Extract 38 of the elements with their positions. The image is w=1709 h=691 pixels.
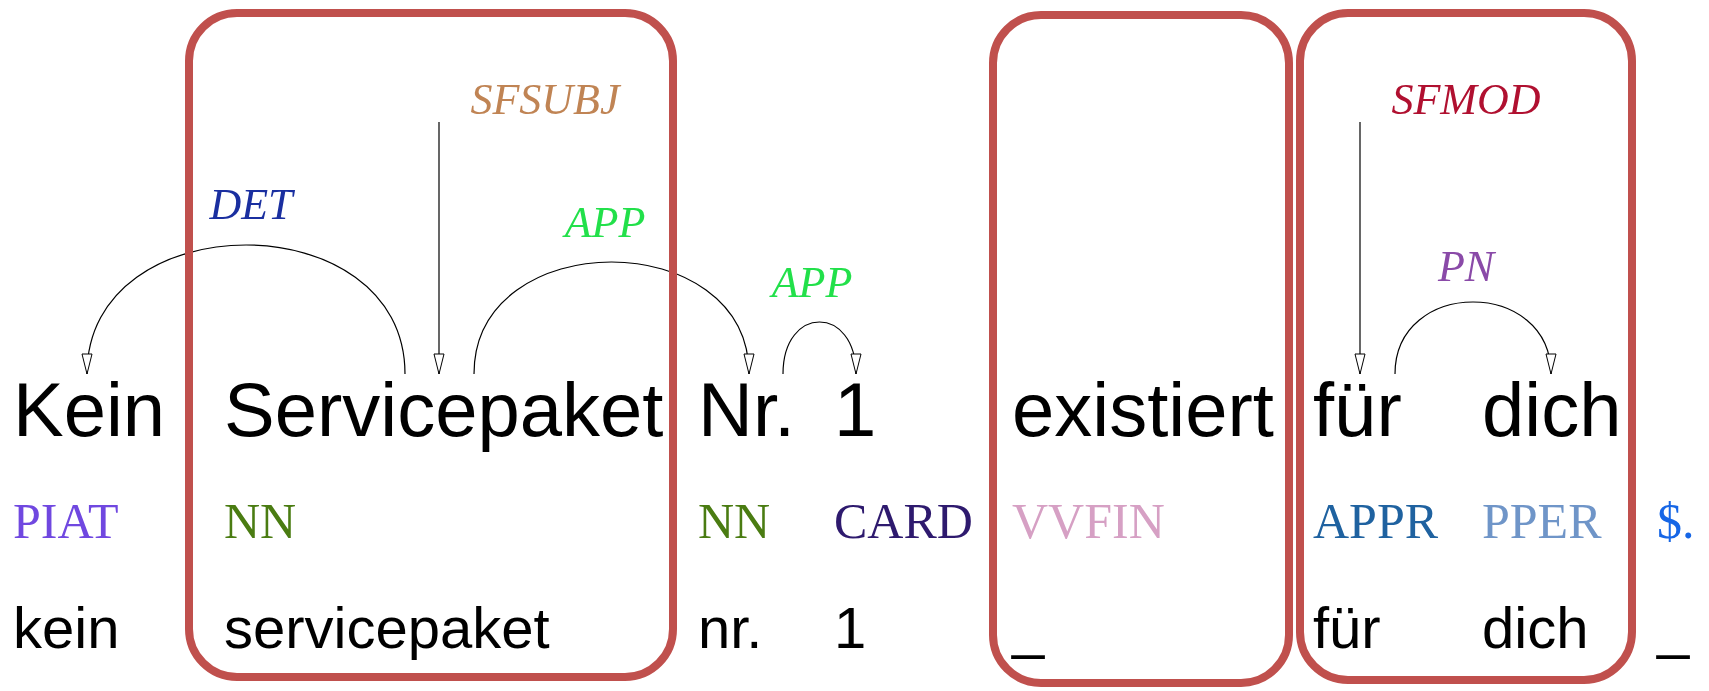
lemma-text: nr. (698, 596, 763, 660)
word-token: Nr. (698, 370, 796, 450)
group-box (185, 9, 677, 681)
arrow (433, 121, 445, 375)
arrow (1354, 121, 1366, 375)
word-token: Kein (13, 370, 166, 450)
pos-tag: APPR (1313, 493, 1439, 549)
arrow (84, 244, 406, 375)
edge-label: PN (1437, 242, 1495, 292)
edge-label: SFSUBJ (470, 75, 620, 125)
pos-tag: $. (1657, 493, 1695, 549)
lemma-text: 1 (834, 596, 867, 660)
word-token: für (1313, 370, 1402, 450)
lemma-text: für (1313, 596, 1381, 660)
pos-tag: NN (224, 493, 297, 549)
arrow (473, 261, 752, 375)
pos-tag: PPER (1482, 493, 1602, 549)
edge-label: SFMOD (1391, 75, 1541, 125)
group-box (1296, 9, 1636, 684)
edge-label: APP (564, 198, 646, 248)
pos-tag: VVFIN (1012, 493, 1165, 549)
lemma-text: dich (1482, 596, 1589, 660)
word-token: existiert (1012, 370, 1274, 450)
word-token: Servicepaket (224, 370, 664, 450)
lemma-text: servicepaket (224, 596, 550, 660)
arrow (1394, 301, 1554, 375)
lemma-text: _ (1657, 596, 1690, 660)
edge-label: DET (209, 180, 293, 230)
edge-label: APP (771, 258, 853, 308)
group-box (989, 11, 1293, 687)
pos-tag: PIAT (13, 493, 119, 549)
lemma-text: kein (13, 596, 120, 660)
word-token: dich (1482, 370, 1622, 450)
word-token: 1 (834, 370, 877, 450)
pos-tag: NN (698, 493, 771, 549)
pos-tag: CARD (834, 493, 973, 549)
arrow (782, 321, 860, 375)
lemma-text: _ (1012, 596, 1045, 660)
